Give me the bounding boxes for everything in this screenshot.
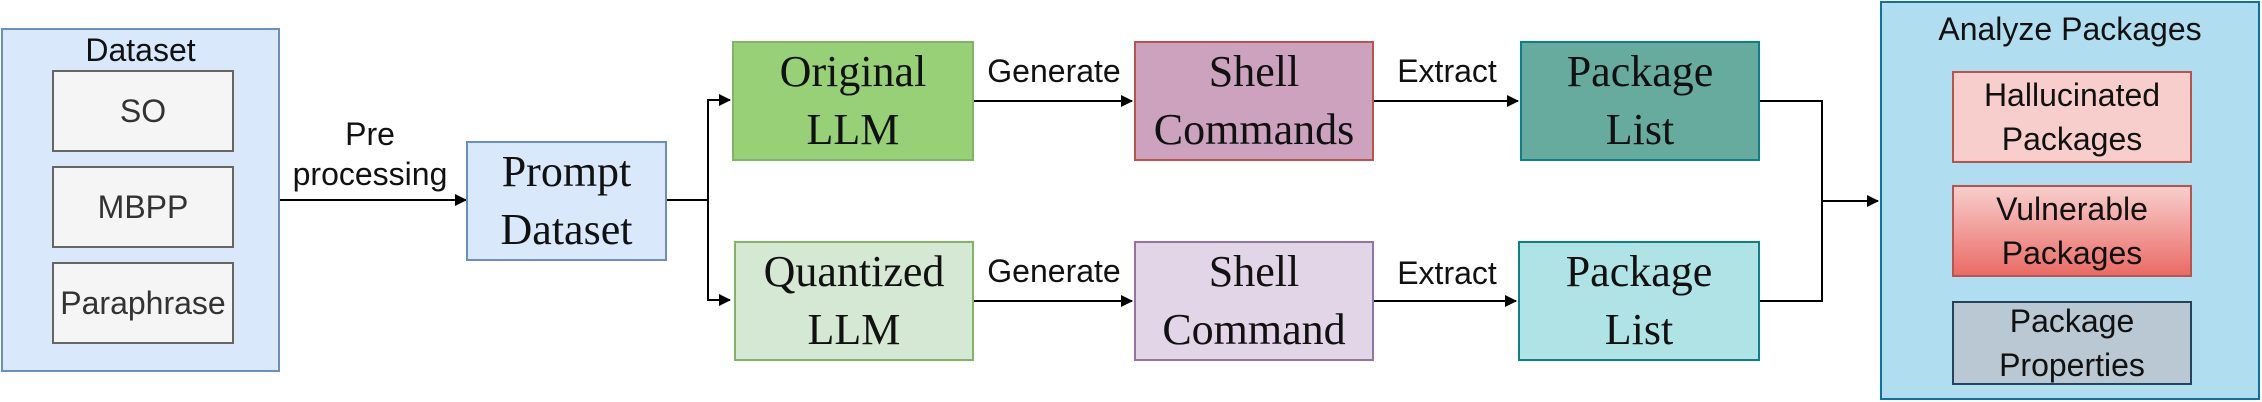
dataset-title: Dataset [85,32,196,68]
dataset-item-so: SO [52,70,234,152]
package-list-top-line1: Package [1566,47,1714,96]
original-llm-line1: Original [779,47,927,96]
quantized-llm-box: Quantized LLM [734,241,974,361]
arrow-prompt-to-original [667,94,731,201]
shell-commands-line1: Shell [1208,47,1300,96]
package-list-bottom-line2: List [1604,305,1674,354]
dataset-item-mbpp: MBPP [52,166,234,248]
shell-command-line1: Shell [1208,247,1300,296]
arrow-prompt-to-quantized [707,200,731,306]
arrow-package-top-to-analyze [1760,100,1823,201]
dataset-item-mbpp-label: MBPP [97,189,189,225]
generate-label-bottom: Generate [987,253,1121,289]
preprocessing-label-line2: processing [292,156,448,192]
extract-label-top: Extract [1397,53,1497,89]
preprocessing-label-line1: Pre [345,116,395,152]
dataset-container: Dataset SO MBPP Paraphrase [1,28,280,372]
package-list-top-line2: List [1605,105,1675,154]
dataset-item-so-label: SO [119,93,167,129]
package-list-top-box: Package List [1520,41,1760,161]
shell-command-line2: Command [1162,305,1346,354]
arrow-package-bottom-to-analyze [1760,201,1823,302]
package-list-bottom-line1: Package [1565,247,1713,296]
shell-command-box: Shell Command [1134,241,1374,361]
package-properties-box: Package Properties [1952,301,2192,385]
shell-commands-box: Shell Commands [1134,41,1374,161]
properties-line2: Properties [1999,347,2145,383]
vulnerable-line2: Packages [2001,235,2143,271]
generate-label-top: Generate [987,53,1121,89]
quantized-llm-line1: Quantized [763,247,945,296]
original-llm-box: Original LLM [732,41,974,161]
preprocessing-label: Pre processing [280,114,460,194]
vulnerable-packages-box: Vulnerable Packages [1952,185,2192,277]
analyze-packages-container: Analyze Packages Hallucinated Packages V… [1880,1,2260,400]
vulnerable-line1: Vulnerable [1996,191,2148,227]
hallucinated-line1: Hallucinated [1983,77,2161,113]
prompt-dataset-line2: Dataset [500,205,633,254]
properties-line1: Package [2009,303,2135,339]
original-llm-line2: LLM [806,105,900,154]
analyze-packages-title: Analyze Packages [1938,11,2202,47]
prompt-dataset-line1: Prompt [501,147,632,196]
hallucinated-packages-box: Hallucinated Packages [1952,71,2192,163]
hallucinated-line2: Packages [2001,121,2143,157]
quantized-llm-line2: LLM [807,305,901,354]
shell-commands-line2: Commands [1153,105,1355,154]
dataset-item-paraphrase: Paraphrase [52,262,234,344]
package-list-bottom-box: Package List [1518,241,1760,361]
dataset-item-paraphrase-label: Paraphrase [60,285,226,321]
prompt-dataset-box: Prompt Dataset [466,141,667,261]
extract-label-bottom: Extract [1397,255,1497,291]
